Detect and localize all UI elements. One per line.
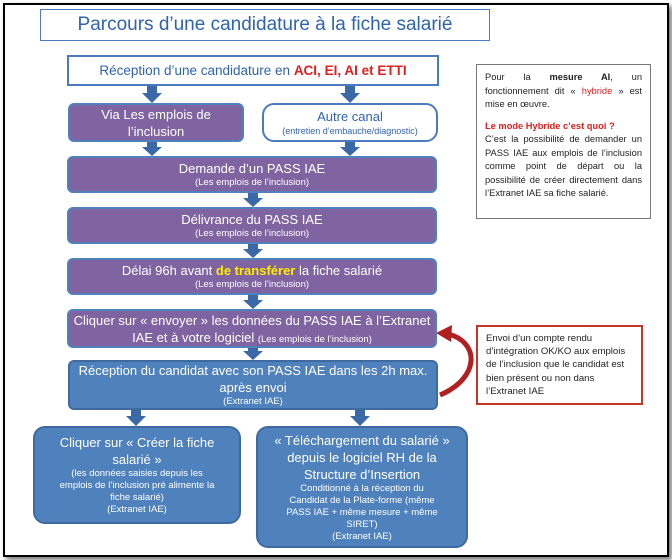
autre-canal-title: Autre canal	[317, 109, 383, 124]
reception-candidat-box: Réception du candidat avec son PASS IAE …	[68, 360, 438, 410]
info-question: Le mode Hybride c’est quoi ?	[485, 120, 615, 131]
cliquer-envoyer-box: Cliquer sur « envoyer » les données du P…	[67, 309, 437, 348]
demande-pass-main: Demande d’un PASS IAE	[178, 161, 326, 176]
reception-candidature-box: Réception d’une candidature en ACI, EI, …	[67, 55, 439, 86]
reception-candidat-sub: (Extranet IAE)	[223, 396, 283, 407]
page-title-text: Parcours d’une candidature à la fiche sa…	[77, 14, 453, 35]
delai-after: la fiche salarié	[295, 263, 383, 278]
cliquer-envoyer-line2-sub: (Les emplois de l’inclusion)	[257, 333, 372, 345]
info-p1-a: Pour la	[485, 72, 550, 82]
flow-arrows	[126, 86, 370, 426]
delai-sub: (Les emplois de l’inclusion)	[194, 279, 310, 290]
via-emplois-line1: Via Les emplois de	[101, 106, 211, 122]
telechargement-sub5: (Extranet IAE)	[332, 530, 392, 542]
info-p2: C’est la possibilité de demander un PASS…	[485, 134, 642, 198]
arrow-delivrance-to-delai	[243, 244, 263, 258]
reception-candidature-text: Réception d’une candidature en ACI, EI, …	[99, 62, 406, 79]
telechargement-sub4: SIRET)	[346, 518, 378, 530]
page-title: Parcours d’une candidature à la fiche sa…	[40, 9, 490, 41]
arrow-via-to-demande	[142, 142, 162, 156]
arrow-delai-to-cliquer	[243, 295, 263, 309]
return-arrow-curve	[438, 331, 474, 398]
cliquer-envoyer-line1: Cliquer sur « envoyer » les données du P…	[73, 312, 431, 328]
arrow-cliquer-to-reception-candidat	[243, 348, 263, 360]
delai-96h-box: Délai 96h avant de transférer la fiche s…	[67, 258, 437, 295]
telechargement-line3: Structure d’Insertion	[303, 466, 421, 482]
creer-fiche-sub3: fiche salarié)	[110, 492, 164, 503]
delivrance-pass-box: Délivrance du PASS IAE (Les emplois de l…	[67, 207, 437, 244]
creer-fiche-sub4: (Extranet IAE)	[107, 504, 167, 515]
telechargement-box: « Téléchargement du salarié » depuis le …	[256, 426, 468, 548]
telechargement-sub3: PASS IAE + même mesure + même	[286, 506, 438, 518]
autre-canal-sub: (entretien d’embauche/diagnostic)	[282, 126, 418, 136]
telechargement-sub1: Conditionné à la réception du	[300, 482, 424, 494]
arrow-reception-to-via	[142, 86, 162, 103]
delai-highlight: de transférer	[215, 263, 296, 278]
arrow-reception-to-autre	[340, 86, 360, 103]
info-p1-c: » est mise en œuvre.	[485, 85, 642, 110]
via-emplois-box: Via Les emplois de l’inclusion	[68, 103, 244, 142]
envoi-compte-rendu-box: Envoi d’un compte rendu d’intégration OK…	[476, 325, 643, 405]
arrow-demande-to-delivrance	[243, 193, 263, 207]
info-p1-red: hybride	[581, 85, 613, 96]
delivrance-pass-main: Délivrance du PASS IAE	[181, 212, 323, 227]
telechargement-sub2: Candidat de la Plate-forme (même	[289, 494, 435, 506]
delivrance-pass-sub: (Les emplois de l’inclusion)	[194, 228, 310, 239]
arrow-autre-to-demande	[340, 142, 360, 156]
autre-canal-box: Autre canal (entretien d’embauche/diagno…	[262, 103, 438, 142]
hybride-info-box: Pour la mesure AI, un fonctionnement dit…	[476, 64, 651, 219]
envoi-compte-rendu-text: Envoi d’un compte rendu d’intégration OK…	[486, 333, 626, 397]
info-p1-bold: mesure AI	[549, 72, 611, 82]
cliquer-envoyer-line2: IAE et à votre logiciel (Les emplois de …	[132, 329, 372, 346]
demande-pass-sub: (Les emplois de l’inclusion)	[194, 177, 310, 188]
delai-before: Délai 96h avant	[121, 263, 216, 278]
creer-fiche-line2: salarié »	[112, 452, 162, 467]
creer-fiche-sub1: (les données saisies depuis les	[71, 468, 203, 479]
reception-label: Réception d’une candidature en	[99, 63, 294, 78]
return-arrow-head	[436, 325, 452, 342]
arrow-reception-candidat-to-creer	[126, 410, 146, 426]
reception-candidat-line1: Réception du candidat avec son PASS IAE …	[78, 363, 428, 378]
info-p1-b: , un fonctionnement dit «	[485, 72, 642, 96]
creer-fiche-sub2: emplois de l’inclusion pré alimente la	[59, 480, 215, 491]
arrow-reception-candidat-to-telechargement	[350, 410, 370, 426]
via-emplois-line2: l’inclusion	[127, 123, 185, 139]
telechargement-line1: « Téléchargement du salarié »	[274, 432, 450, 448]
creer-fiche-line1: Cliquer sur « Créer la fiche	[59, 435, 215, 450]
reception-structures: ACI, EI, AI et ETTI	[293, 63, 407, 78]
demande-pass-box: Demande d’un PASS IAE (Les emplois de l’…	[67, 156, 437, 193]
cliquer-envoyer-line2-text: IAE et à votre logiciel	[132, 329, 258, 345]
telechargement-line2: depuis le logiciel RH de la	[287, 449, 437, 465]
creer-fiche-box: Cliquer sur « Créer la fiche salarié » (…	[33, 426, 241, 524]
delai-main: Délai 96h avant de transférer la fiche s…	[122, 262, 382, 279]
reception-candidat-line2: après envoi	[219, 380, 287, 395]
